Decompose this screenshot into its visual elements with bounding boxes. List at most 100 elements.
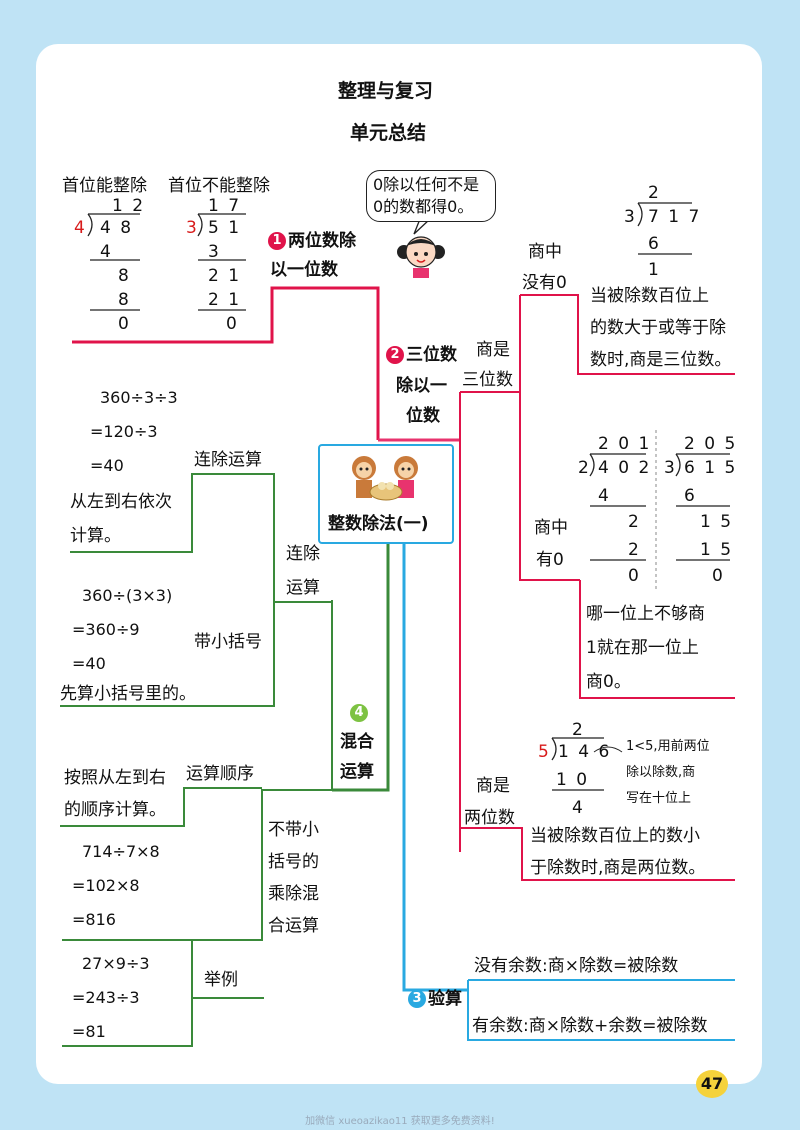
monkeys-illustration-icon [352,456,418,501]
sub-label: 运算顺序 [186,764,254,784]
branch-label: 验算 [428,989,462,1009]
sub-label: 连除运算 [194,450,262,470]
divisor: 5 [538,742,551,762]
quotient: 2 [648,183,661,203]
expr-line: =243÷3 [72,988,140,1007]
note-text: 1<5,用前两位 [626,739,710,754]
expr-line: =40 [72,654,106,673]
expr-line: 27×9÷3 [82,954,150,973]
expr-line: 360÷3÷3 [100,388,178,407]
branch-label: 位数 [406,406,440,426]
expr-line: =120÷3 [90,422,158,441]
sub-label: 运算 [286,578,320,598]
page-subtitle: 单元总结 [350,122,427,144]
step: 0 [712,566,725,586]
dividend: 6 1 5 [684,458,738,478]
expr-line: =81 [72,1022,106,1041]
rule-text: 计算。 [70,526,121,546]
step: 6 [684,486,697,506]
speech-bubble: 0除以任何不是 0的数都得0。 [366,170,496,222]
quotient: 2 0 5 [684,434,738,454]
expr-line: 714÷7×8 [82,842,160,861]
sub-label: 有0 [536,550,564,570]
step: 4 [598,486,611,506]
quotient: 1 2 [112,196,146,216]
rule-text: 当被除数百位上的数小 [530,826,700,846]
sub-label: 举例 [204,970,238,990]
rule-text: 1就在那一位上 [586,638,699,658]
step: 4 [100,242,113,262]
step: 1 0 [556,770,590,790]
rule-text: 当被除数百位上 [590,286,709,306]
step: 2 1 [208,290,242,310]
divisor: 3 [624,207,637,227]
sub-label: 括号的 [268,852,319,872]
sub-label: 没有0 [522,273,567,293]
step: 0 [118,314,131,334]
note-text: 写在十位上 [626,791,692,806]
check-rule: 没有余数:商×除数=被除数 [474,956,679,976]
quotient: 2 0 1 [598,434,652,454]
branch-number-badge: 1 [268,232,286,250]
step: 8 [118,266,131,286]
dividend: 5 1 [208,218,242,238]
bubble-line: 0的数都得0。 [373,197,474,216]
step: 8 [118,290,131,310]
rule-text: 从左到右依次 [70,492,172,512]
center-topic-label: 整数除法(一) [328,514,429,534]
dividend: 1 4 6 [558,742,612,762]
sub-label: 商是 [476,340,510,360]
sub-label: 不带小 [268,820,319,840]
branch-label: 混合 [340,732,374,752]
page-title: 整理与复习 [338,80,434,102]
expr-line: 360÷(3×3) [82,586,173,605]
sub-label: 连除 [286,544,320,564]
branch-number-badge: 4 [350,704,368,722]
step: 2 [628,540,641,560]
footer-text: 加微信 xueoazikao11 获取更多免费资料! [305,1116,495,1127]
sub-label: 两位数 [464,808,515,828]
sub-label: 商中 [534,518,568,538]
expr-line: =40 [90,456,124,475]
rule-text: 先算小括号里的。 [60,684,196,704]
rule-text: 按照从左到右 [64,768,166,788]
rule-text: 哪一位上不够商 [586,604,705,624]
rule-text: 于除数时,商是两位数。 [530,858,706,878]
branch-label: 运算 [340,762,374,782]
sub-label: 商是 [476,776,510,796]
step: 1 5 [700,540,734,560]
dividend: 4 0 2 [598,458,652,478]
branch-label: 两位数除 [288,231,356,251]
center-topic-box: 整数除法(一) [318,444,454,544]
step: 0 [226,314,239,334]
step: 1 5 [700,512,734,532]
sub-label: 带小括号 [194,632,262,652]
step: 1 [648,260,661,280]
branch-label: 以一位数 [270,260,338,280]
rule-text: 商0。 [586,672,631,692]
page-number: 47 [696,1070,728,1098]
case-label: 首位不能整除 [168,176,270,196]
note-text: 除以除数,商 [626,765,696,780]
expr-line: =102×8 [72,876,140,895]
bubble-line: 0除以任何不是 [373,175,480,194]
sub-label: 三位数 [462,370,513,390]
divisor: 3 [186,218,199,238]
girl-illustration-icon [397,236,445,278]
branch-label: 三位数 [406,345,457,365]
expr-line: =816 [72,910,116,929]
quotient: 2 [572,720,585,740]
quotient: 1 7 [208,196,242,216]
rule-text: 数时,商是三位数。 [590,350,732,370]
divisor: 4 [74,218,87,238]
case-label: 首位能整除 [62,176,147,196]
step: 2 1 [208,266,242,286]
sub-label: 乘除混 [268,884,319,904]
rule-text: 的顺序计算。 [64,800,166,820]
expr-line: =360÷9 [72,620,140,639]
step: 2 [628,512,641,532]
dividend: 7 1 7 [648,207,702,227]
branch-number-badge: 3 [408,990,426,1008]
divisor: 3 [664,458,677,478]
divisor: 2 [578,458,591,478]
